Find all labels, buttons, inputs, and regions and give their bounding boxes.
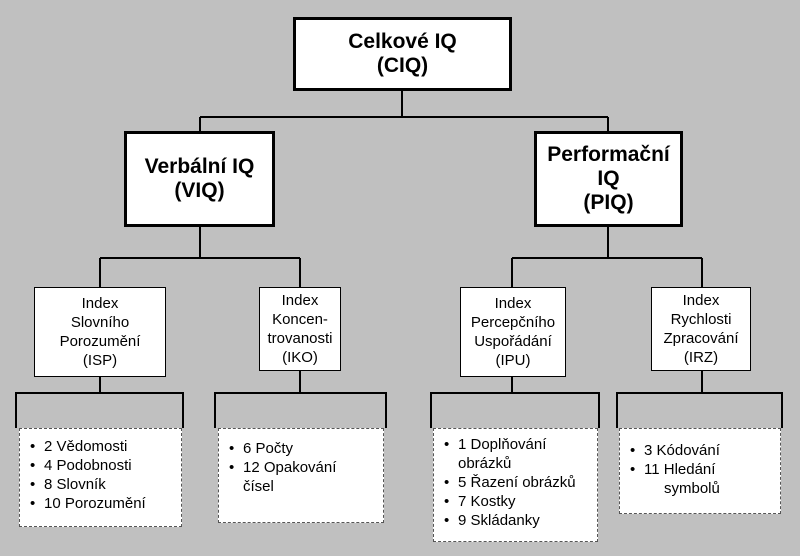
bullet-icon: • [444, 474, 450, 491]
ipu-line: Uspořádání [474, 333, 552, 350]
isp-tests-list: •2 Vědomosti •4 Podobnosti •8 Slovník •1… [19, 428, 182, 527]
list-item: •7 Kostky [444, 493, 516, 510]
iko-line: Index [281, 292, 319, 309]
ciq-title: Celkové IQ [348, 30, 457, 53]
list-item: •1 Doplňování [444, 436, 547, 453]
ipu-line: (IPU) [495, 352, 531, 369]
list-item: •4 Podobnosti [30, 457, 132, 474]
ipu-line: Index [494, 295, 532, 312]
piq-abbrev: (PIQ) [583, 191, 634, 214]
bullet-icon: • [229, 459, 235, 476]
bullet-icon: • [229, 440, 235, 457]
irz-tests-list: •3 Kódování •11 Hledání symbolů [619, 428, 781, 514]
isp-line: (ISP) [82, 352, 118, 369]
list-item: •5 Řazení obrázků [444, 474, 576, 491]
bullet-icon: • [30, 476, 36, 493]
isp-line: Index [81, 295, 119, 312]
ipu-box: Index Percepčního Uspořádání (IPU) [460, 287, 566, 377]
irz-line: Zpracování [663, 330, 739, 347]
iko-line: Koncen- [272, 311, 328, 328]
list-item: •8 Slovník [30, 476, 106, 493]
list-item: •11 Hledání [630, 461, 716, 478]
list-item: čísel [243, 478, 274, 495]
bullet-icon: • [30, 495, 36, 512]
irz-line: Rychlosti [670, 311, 732, 328]
ipu-tests-list: •1 Doplňování obrázků •5 Řazení obrázků … [433, 428, 598, 542]
list-item: •3 Kódování [630, 442, 720, 459]
list-item: •10 Porozumění [30, 495, 146, 512]
list-item: •2 Vědomosti [30, 438, 128, 455]
irz-line: Index [682, 292, 720, 309]
bullet-icon: • [30, 438, 36, 455]
iko-line: (IKO) [282, 349, 318, 366]
bullet-icon: • [444, 493, 450, 510]
list-item: •9 Skládanky [444, 512, 540, 529]
piq-title-2: IQ [597, 167, 620, 190]
isp-line: Porozumění [59, 333, 141, 350]
ipu-line: Percepčního [470, 314, 556, 331]
bullet-icon: • [630, 442, 636, 459]
viq-title: Verbální IQ [144, 155, 255, 178]
irz-box: Index Rychlosti Zpracování (IRZ) [651, 287, 751, 371]
ciq-box: Celkové IQ (CIQ) [293, 17, 512, 91]
isp-line: Slovního [70, 314, 130, 331]
ciq-abbrev: (CIQ) [376, 54, 429, 77]
list-item: •12 Opakování [229, 459, 337, 476]
list-item: symbolů [664, 480, 720, 497]
irz-line: (IRZ) [683, 349, 719, 366]
list-item: obrázků [458, 455, 512, 472]
bullet-icon: • [630, 461, 636, 478]
bullet-icon: • [30, 457, 36, 474]
isp-box: Index Slovního Porozumění (ISP) [34, 287, 166, 377]
viq-abbrev: (VIQ) [174, 179, 225, 202]
bullet-icon: • [444, 436, 450, 453]
viq-box: Verbální IQ (VIQ) [124, 131, 275, 227]
iko-box: Index Koncen- trovanosti (IKO) [259, 287, 341, 371]
iko-line: trovanosti [267, 330, 333, 347]
piq-box: Performační IQ (PIQ) [534, 131, 683, 227]
bullet-icon: • [444, 512, 450, 529]
list-item: •6 Počty [229, 440, 294, 457]
piq-title-1: Performační [547, 143, 670, 166]
iko-tests-list: •6 Počty •12 Opakování čísel [218, 428, 384, 523]
